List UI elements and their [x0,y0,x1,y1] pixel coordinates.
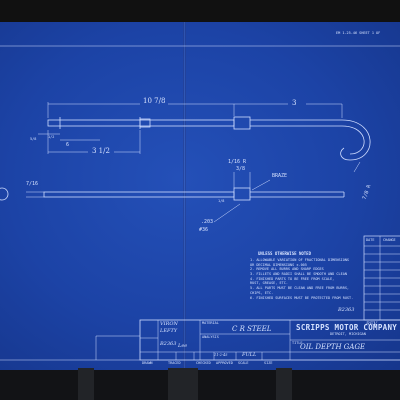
note-line: CHIPS, ETC. [250,290,274,295]
dim-left-b: 6 [66,142,70,148]
dim-mid-length: 3 1/2 [92,147,110,155]
tape-strip [168,368,198,400]
rod-lower-collar [233,187,251,201]
footer-checked: CHECKED [196,361,211,365]
section-circle [0,187,9,201]
note-line: 2. REMOVE ALL BURRS AND SHARP EDGES [250,267,324,272]
note-line: 4. FINISHED PARTS TO BE FREE FROM SCALE, [250,276,335,281]
rev-label: REV [366,321,378,327]
notes-title: UNLESS OTHERWISE NOTED [258,251,311,256]
rev-part-ref: B2363 [338,307,355,313]
note-line: OR DECIMAL DIMENSIONS ±.005 [250,262,307,267]
drawing-scale: FULL [242,352,257,358]
drawing-number: B2363 [160,341,177,347]
blueprint-sheet: EM 1-25-46 SHEET 1 OF 10 7/8 3 5/8 6 1/2… [0,22,400,370]
rod-upper [47,119,235,127]
title-block [139,319,400,361]
note-line: 6. FINISHED SURFACES MUST BE PROTECTED F… [250,295,354,300]
note-line: 5. ALL PARTS MUST BE CLEAN AND FREE FROM… [250,286,350,291]
material-label: MATERIAL [202,321,219,325]
footer-scale: SCALE [238,361,249,365]
dim-radius-small: 1/16 R [228,159,247,165]
company-location: DETROIT, MICHIGAN [330,332,366,336]
rod-lower [43,191,235,198]
rev-col-date: DATE [366,238,375,242]
sheet-reference: EM 1-25-46 SHEET 1 OF [336,31,381,35]
note-line: RUST, GREASE, ETC. [250,281,288,286]
footer-traced: TRACED [168,361,181,365]
company-name: SCRIPPS MOTOR COMPANY [296,323,398,332]
material-value: C R STEEL [232,325,272,333]
tape-strip [276,368,292,400]
hook-bend-inner [341,125,365,155]
notes-list: 1. ALLOWABLE VARIATION OF FRACTIONAL DIM… [250,258,362,301]
footer-approved: APPROVED [216,361,233,365]
dim-left-a: 5/8 [30,137,37,141]
top-shadow-band [0,0,400,22]
side-label-2: LEFTY [160,328,178,334]
note-line: 1. ALLOWABLE VARIATION OF FRACTIONAL DIM… [250,258,350,262]
dim-overall-length: 10 7/8 [143,97,166,105]
title-label: TITLE [292,341,303,345]
side-label-1: VIRON [160,321,178,327]
footer-size: SIZE [264,361,273,365]
hook-bend [340,119,371,161]
footer-drawn: DRAWN [142,361,153,365]
dim-diameter-a: .203 [201,219,214,225]
note-line: 3. FILLETS AND RADII SHALL BE SMOOTH AND… [250,272,347,277]
drawn-by: Lee [178,343,188,349]
dim-left-c: 1/2 [48,135,55,139]
rod-collar [233,116,251,130]
bottom-shadow-band [0,370,400,400]
braze-label: BRAZE [272,173,288,179]
drawing-date: 11-2-45 [214,353,228,357]
dim-gauge-top: 3/8 [236,166,246,172]
dim-rod-end: 7/16 [26,181,39,187]
analysis-label: ANALYSIS [202,335,219,339]
paper-fold [183,22,186,370]
part-name: OIL DEPTH GAGE [300,343,366,351]
dim-right-section: 3 [292,99,297,107]
tape-strip [78,368,94,400]
drawing-lines [0,45,400,361]
dim-gauge-bottom: 1/8 [218,199,225,203]
dim-diameter-b: #36 [199,227,209,233]
rev-col-change: CHANGE [383,238,396,242]
